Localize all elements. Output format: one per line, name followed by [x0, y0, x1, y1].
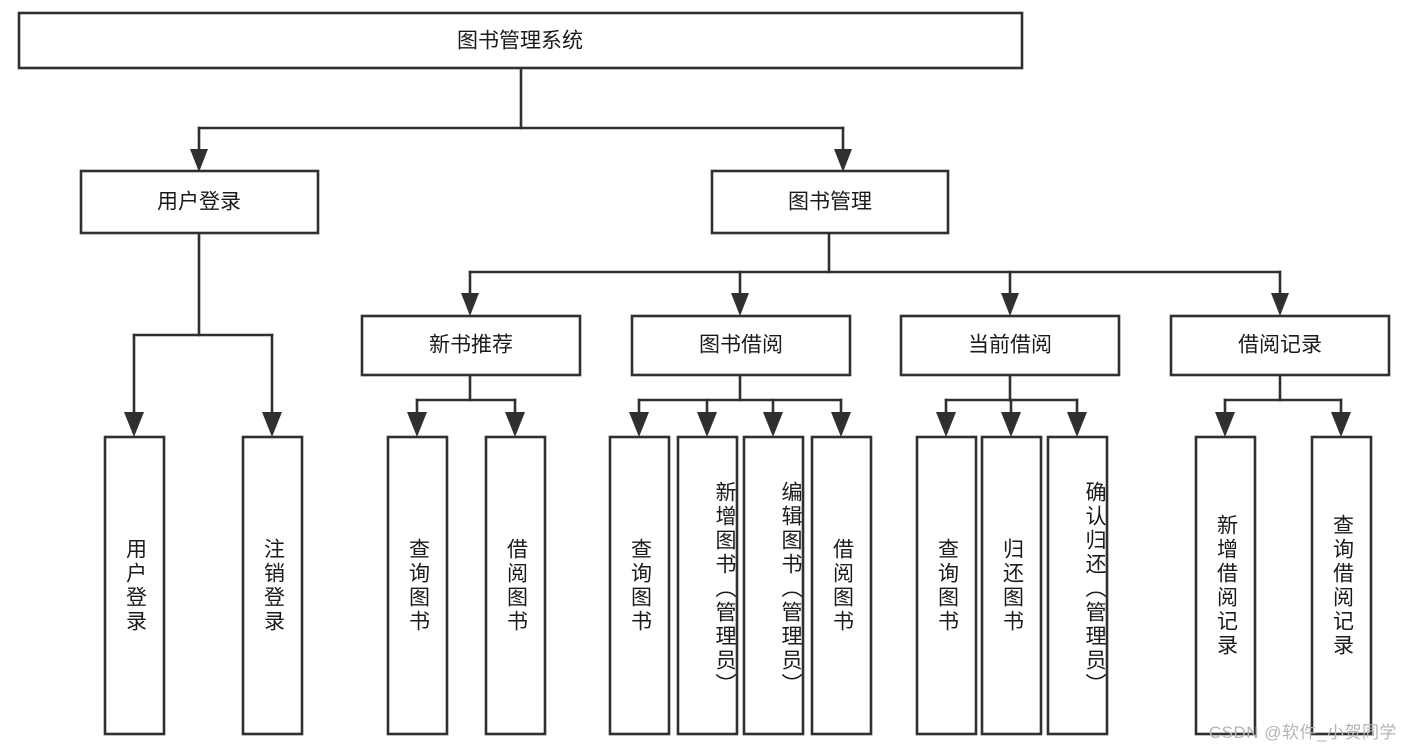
connector-newbook-to-leaves: [407, 373, 525, 437]
leaf-box-newbook-borrow[interactable]: [484, 435, 547, 736]
leaf-box-user-login-login[interactable]: [103, 435, 166, 736]
node-book-management-label: 图书管理: [788, 191, 872, 214]
node-borrow-record-label: 借阅记录: [1238, 334, 1322, 357]
leaf-box-bookborrow-add[interactable]: [676, 435, 739, 736]
node-user-login-label: 用户登录: [157, 191, 241, 214]
leaf-box-currentborrow-return[interactable]: [980, 435, 1043, 736]
leaf-box-borrowrecord-query[interactable]: [1310, 435, 1373, 736]
connector-borrowrecord-to-leaves: [1215, 373, 1351, 437]
leaf-box-currentborrow-confirm[interactable]: [1046, 435, 1109, 736]
node-current-borrow[interactable]: 当前借阅: [899, 314, 1121, 377]
connector-bookborrow-to-leaves: [629, 373, 851, 437]
leaf-box-bookborrow-edit[interactable]: [742, 435, 805, 736]
node-book-management[interactable]: 图书管理: [710, 169, 950, 235]
leaf-box-currentborrow-query[interactable]: [915, 435, 978, 736]
connector-userlogin-to-leaves: [124, 231, 282, 437]
leaf-box-newbook-query[interactable]: [386, 435, 449, 736]
node-new-book-recommend-label: 新书推荐: [429, 334, 513, 357]
leaf-box-bookborrow-query[interactable]: [608, 435, 671, 736]
node-borrow-record[interactable]: 借阅记录: [1169, 314, 1391, 377]
connector-bookmgmt-to-level2: [461, 231, 1289, 316]
watermark: CSDN @软件_小贺同学: [1208, 723, 1397, 742]
connector-root-to-level1: [190, 66, 852, 172]
node-book-borrow-label: 图书借阅: [699, 334, 783, 357]
leaf-box-bookborrow-borrow[interactable]: [810, 435, 873, 736]
node-user-login[interactable]: 用户登录: [79, 169, 320, 235]
leaf-box-borrowrecord-add[interactable]: [1194, 435, 1257, 736]
leaf-box-user-login-logout[interactable]: [241, 435, 304, 736]
node-root-label: 图书管理系统: [457, 30, 583, 53]
node-book-borrow[interactable]: 图书借阅: [630, 314, 852, 377]
node-root[interactable]: 图书管理系统: [17, 11, 1024, 70]
node-new-book-recommend[interactable]: 新书推荐: [360, 314, 582, 377]
node-current-borrow-label: 当前借阅: [968, 334, 1052, 357]
connector-currentborrow-to-leaves: [936, 373, 1087, 437]
